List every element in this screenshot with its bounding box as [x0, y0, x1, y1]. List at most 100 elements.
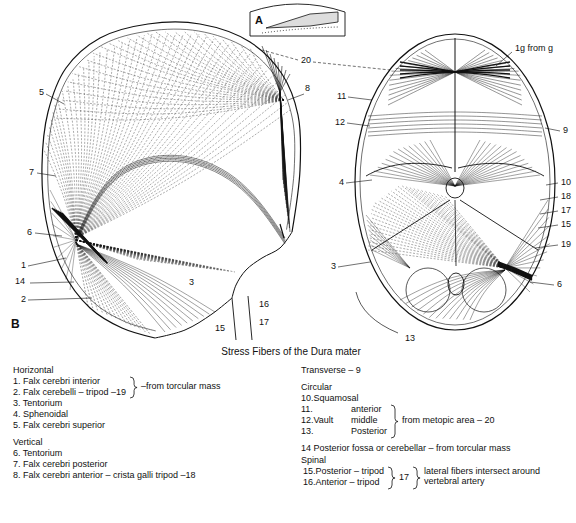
sella: [446, 178, 464, 198]
leader-line: [540, 197, 558, 200]
stress-fiber: [455, 167, 532, 186]
falx-anterior-fibers: [280, 92, 290, 232]
leader-line: [545, 128, 560, 131]
stress-fiber: [76, 110, 290, 238]
stress-fiber: [505, 244, 550, 268]
stress-fiber: [505, 217, 549, 268]
occipital-fibers: [50, 190, 76, 290]
stress-fiber: [368, 128, 542, 132]
curly-bracket: [413, 467, 420, 489]
stress-fiber: [368, 246, 505, 268]
stress-fiber: [280, 74, 290, 92]
leader-line: [338, 262, 370, 267]
callout-number: 1: [20, 261, 27, 271]
stress-fiber: [505, 235, 550, 268]
skull-outline: [355, 34, 555, 330]
stress-fiber: [455, 72, 521, 95]
dura-layer: [262, 27, 338, 33]
callout-label: 1g from g: [514, 44, 554, 54]
stress-fiber: [241, 45, 284, 100]
callout-number: 5: [38, 88, 45, 98]
stress-fiber: [76, 62, 89, 238]
stress-fiber: [385, 196, 505, 268]
stress-fiber: [68, 85, 77, 238]
stress-fiber: [378, 167, 455, 186]
stress-fiber: [266, 50, 280, 92]
stress-fiber: [455, 143, 491, 186]
stress-fiber: [64, 91, 284, 105]
stress-fiber: [66, 240, 76, 279]
leader-line: [546, 183, 558, 185]
stress-fiber: [429, 192, 505, 268]
foramen-magnum: [448, 273, 464, 295]
stress-fiber: [369, 238, 505, 268]
stress-fiber: [280, 70, 286, 92]
stress-fiber: [400, 62, 455, 72]
clivus: [455, 200, 456, 266]
stress-fiber: [76, 34, 168, 238]
stress-fiber: [505, 268, 537, 276]
stress-fiber: [76, 103, 287, 238]
anterior-fossa-fibers: [388, 50, 455, 105]
stress-fiber: [368, 132, 542, 136]
stress-fiber: [369, 235, 410, 268]
stress-fiber: [128, 38, 284, 100]
stress-fiber: [366, 215, 410, 268]
stress-fiber: [72, 74, 284, 100]
stress-fiber: [76, 50, 243, 238]
legend-heading: Transverse – 9: [300, 366, 362, 376]
legend-item: 12.Vault: [300, 416, 334, 426]
stress-fiber: [76, 244, 193, 321]
stress-fiber: [232, 42, 284, 100]
stress-fiber: [137, 35, 284, 100]
callout-number: 8: [304, 84, 311, 94]
stress-fiber: [368, 124, 542, 128]
callout-number: 2: [20, 295, 27, 305]
stress-fiber: [76, 70, 267, 238]
stress-fiber: [270, 54, 280, 92]
stress-fiber: [274, 58, 280, 92]
stress-fiber: [421, 190, 505, 268]
stress-fiber: [417, 189, 505, 268]
stress-fiber: [375, 203, 505, 268]
legend-item: 10.Squamosal: [300, 394, 360, 404]
stress-fiber: [76, 244, 182, 325]
legend-item: from metopic area – 20: [401, 416, 496, 426]
skull-inner: [360, 39, 550, 325]
callout-number: 15: [214, 324, 226, 334]
stress-fiber: [505, 209, 548, 268]
leader-line: [540, 211, 558, 214]
stress-fiber: [76, 161, 285, 244]
callout-number: 17: [258, 318, 270, 328]
stress-fiber: [369, 230, 410, 268]
stress-fiber: [425, 142, 455, 186]
stress-fiber: [76, 35, 144, 238]
stress-fiber: [76, 74, 82, 238]
petrous-ridge: [372, 200, 450, 250]
stress-fiber: [372, 210, 505, 268]
stress-fiber: [388, 193, 505, 268]
stress-fiber: [76, 46, 115, 238]
callout-number: 7: [28, 168, 35, 178]
stress-fiber: [413, 188, 505, 268]
stress-fiber: [505, 226, 549, 268]
callout-number: 6: [556, 280, 563, 290]
stress-fiber: [425, 191, 505, 268]
stress-fiber: [368, 120, 542, 124]
stress-fiber: [57, 100, 284, 114]
stress-fiber: [455, 140, 480, 186]
stress-fiber: [391, 191, 505, 268]
stress-fiber: [390, 155, 455, 186]
stress-fiber: [441, 195, 505, 268]
stress-fiber: [70, 240, 76, 290]
legend-item: 1. Falx cerebri interior: [12, 377, 101, 387]
middle-fossa-fibers: [368, 185, 505, 268]
falx-anterior-fibers: [262, 46, 290, 92]
stress-fiber: [204, 33, 284, 100]
stress-fiber: [389, 72, 455, 95]
callout-number: 3: [188, 278, 195, 288]
stress-fiber: [76, 54, 250, 238]
leader-line: [346, 180, 372, 183]
stress-fiber: [371, 218, 505, 268]
